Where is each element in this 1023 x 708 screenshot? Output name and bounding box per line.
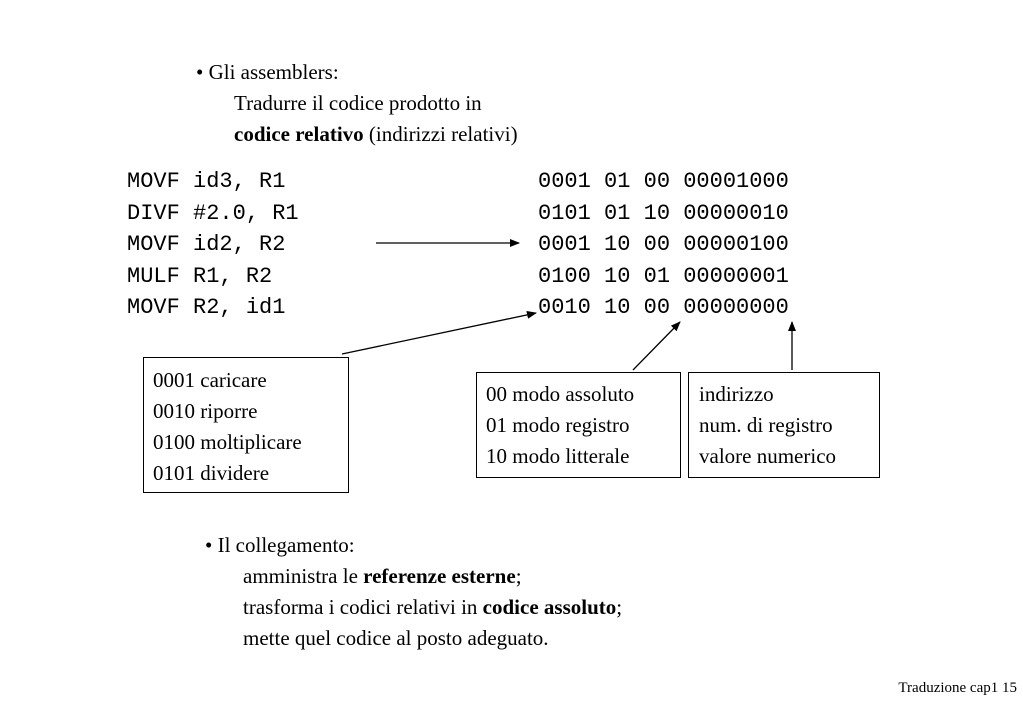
address-legend-line: num. di registro (699, 413, 833, 437)
address-legend-box: indirizzo num. di registro valore numeri… (688, 372, 880, 478)
binary-row: 0101 01 10 00000010 (538, 200, 789, 226)
linking-line-1-bold: referenze esterne (363, 564, 516, 588)
binary-row: 0100 10 01 00000001 (538, 263, 789, 289)
linking-line-2-bold: codice assoluto (482, 595, 617, 619)
binary-list: 0001 01 00 00001000 0101 01 10 00000010 … (538, 166, 789, 324)
linking-line-2: trasforma i codici relativi in codice as… (205, 592, 622, 623)
linking-line-2-pre: trasforma i codici relativi in (243, 595, 483, 619)
binary-row: 0001 01 00 00001000 (538, 169, 789, 194)
opcode-legend-line: 0010 riporre (153, 399, 258, 423)
binary-row: 0001 10 00 00000100 (538, 232, 789, 257)
assemblers-heading: • Gli assemblers: (196, 60, 339, 84)
page-footer: Traduzione cap1 15 (898, 680, 1017, 696)
opcode-legend-line: 0100 moltiplicare (153, 430, 302, 454)
opcode-arrow (341, 310, 537, 355)
linking-line-1-post: ; (515, 564, 522, 588)
mode-legend-line: 01 modo registro (486, 413, 630, 437)
instruction-row: MULF R1, R2 (127, 263, 273, 289)
mode-legend-line: 00 modo assoluto (486, 382, 635, 406)
assemblers-section: • Gli assemblers: Tradurre il codice pro… (196, 57, 518, 150)
instruction-row: MOVF id2, R2 (127, 232, 286, 257)
opcode-legend-line: 0001 caricare (153, 368, 267, 392)
instruction-row: MOVF id3, R1 (127, 169, 286, 194)
linking-heading: • Il collegamento: (205, 533, 355, 557)
assemblers-bold-term: codice relativo (234, 122, 364, 146)
mode-legend-line: 10 modo litterale (486, 444, 630, 468)
linking-line-3: mette quel codice al posto adeguato. (243, 626, 549, 650)
linking-line-1-pre: amministra le (243, 564, 364, 588)
address-legend-line: indirizzo (699, 382, 774, 406)
linking-line-2-post: ; (616, 595, 623, 619)
assemblers-line-2-rest: (indirizzi relativi) (363, 122, 518, 146)
instruction-list: MOVF id3, R1 DIVF #2.0, R1 MOVF id2, R2 … (127, 166, 299, 324)
mode-legend-box: 00 modo assoluto 01 modo registro 10 mod… (476, 372, 681, 478)
instruction-row: MOVF R2, id1 (127, 295, 286, 320)
address-legend-line: valore numerico (699, 444, 837, 468)
mode-arrow (632, 321, 681, 371)
linking-section: • Il collegamento: amministra le referen… (205, 530, 622, 654)
binary-row: 0010 10 00 00000000 (538, 295, 789, 320)
instruction-row: DIVF #2.0, R1 (127, 200, 299, 226)
assemblers-line-2: codice relativo (indirizzi relativi) (196, 119, 518, 150)
linking-line-1: amministra le referenze esterne; (205, 561, 622, 592)
opcode-legend-line: 0101 dividere (153, 461, 270, 485)
assemblers-line-1: Tradurre il codice prodotto in (234, 91, 482, 115)
opcode-legend-box: 0001 caricare 0010 riporre 0100 moltipli… (143, 357, 349, 493)
